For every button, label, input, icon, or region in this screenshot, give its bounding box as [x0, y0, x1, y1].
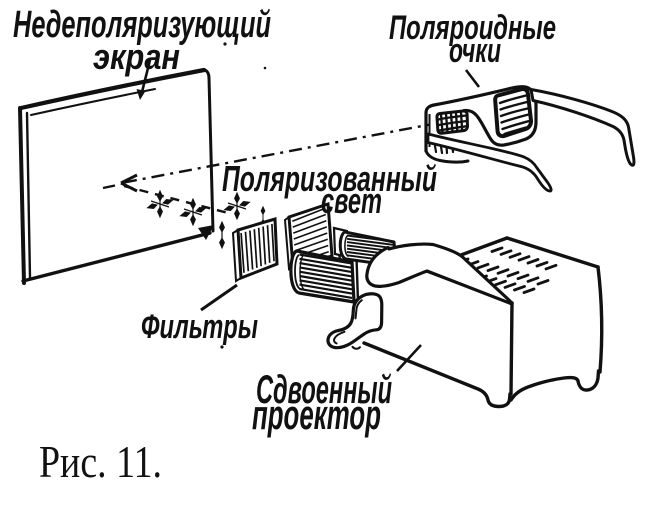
svg-text:Недеполяризующий: Недеполяризующий	[13, 4, 271, 46]
svg-text:Фильтры: Фильтры	[141, 308, 258, 346]
svg-text:Рис. 11.: Рис. 11.	[39, 437, 162, 487]
svg-text:очки: очки	[449, 32, 501, 70]
svg-text:свет: свет	[321, 180, 382, 221]
svg-text:Сдвоенный: Сдвоенный	[256, 368, 392, 412]
svg-text:Поляризованный: Поляризованный	[222, 158, 437, 199]
svg-text:Поляроидные: Поляроидные	[389, 9, 556, 47]
svg-text:проектор: проектор	[252, 391, 381, 438]
svg-text:экран: экран	[93, 36, 180, 77]
